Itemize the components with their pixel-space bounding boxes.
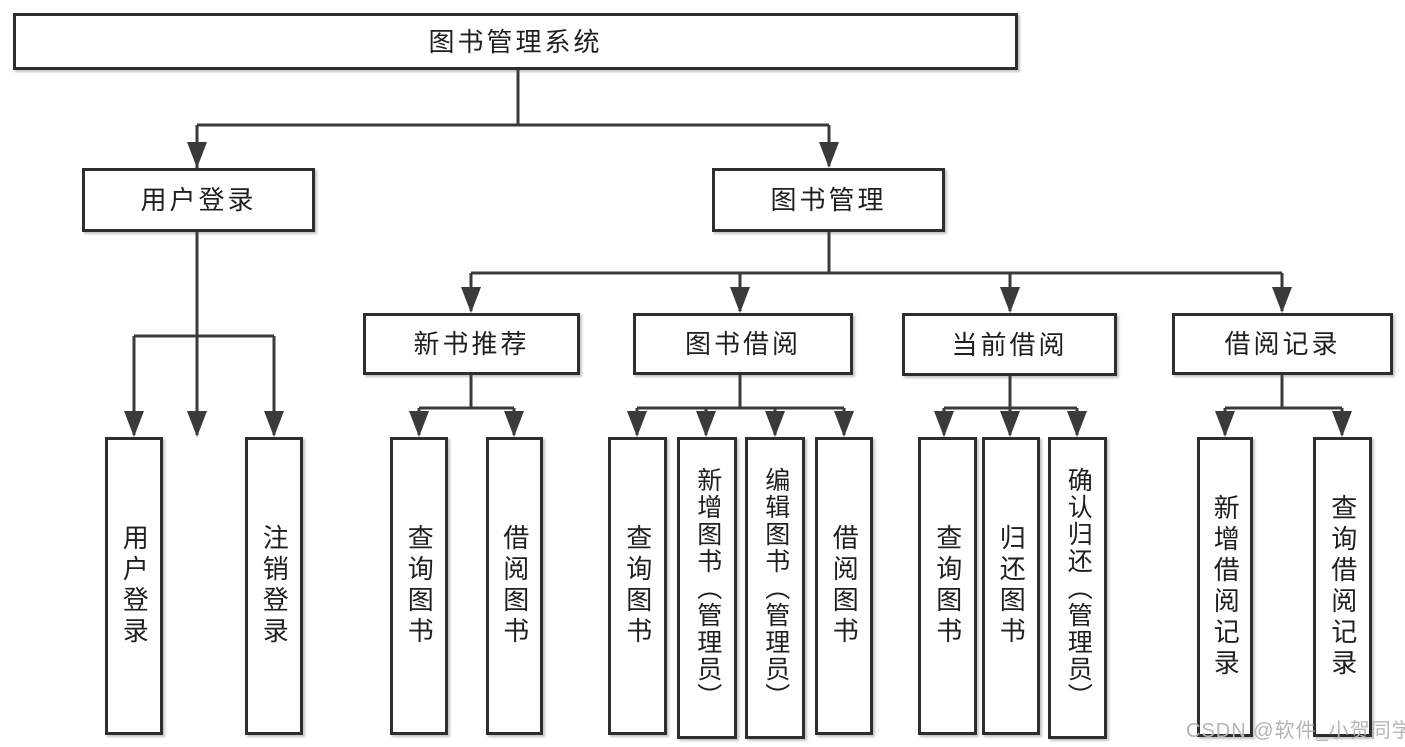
tree-skeleton xyxy=(134,70,1342,410)
leaf-borrow-books-recommend: 借阅图书 xyxy=(486,437,543,735)
leaf-query-books-current: 查询图书 xyxy=(918,437,977,735)
leaf-user-login: 用户登录 xyxy=(105,437,163,735)
node-borrow-records: 借阅记录 xyxy=(1172,313,1393,375)
leaf-add-borrow-record: 新增借阅记录 xyxy=(1197,437,1253,737)
node-root-label: 图书管理系统 xyxy=(428,26,603,57)
leaf-return-books: 归还图书 xyxy=(982,437,1040,735)
leaf-add-books-admin: 新增图书（管理员） xyxy=(677,437,737,739)
leaf-label: 查询图书 xyxy=(404,524,435,648)
leaf-edit-books-admin: 编辑图书（管理员） xyxy=(745,437,805,739)
leaf-query-books-recommend: 查询图书 xyxy=(390,437,448,735)
leaf-label: 新增借阅记录 xyxy=(1210,494,1241,680)
leaf-label: 查询图书 xyxy=(932,524,963,648)
leaf-label: 查询借阅记录 xyxy=(1327,494,1358,680)
leaf-label: 新增图书（管理员） xyxy=(693,466,722,710)
leaf-label: 编辑图书（管理员） xyxy=(761,466,790,710)
leaf-label: 查询图书 xyxy=(622,524,653,648)
leaf-label: 借阅图书 xyxy=(829,524,860,648)
leaf-label: 归还图书 xyxy=(996,524,1027,648)
csdn-watermark: CSDN @软件_小贺同学 xyxy=(1186,720,1405,742)
leaf-query-books-borrow: 查询图书 xyxy=(608,437,667,735)
node-label: 新书推荐 xyxy=(413,329,530,359)
node-label: 用户登录 xyxy=(140,185,257,215)
arrowhead-lines xyxy=(124,125,1352,437)
node-label: 图书借阅 xyxy=(684,329,801,359)
leaf-confirm-return-admin: 确认归还（管理员） xyxy=(1048,437,1107,739)
node-current-borrow: 当前借阅 xyxy=(902,313,1117,376)
node-book-borrow: 图书借阅 xyxy=(633,313,853,375)
leaf-label: 用户登录 xyxy=(119,524,150,648)
node-root: 图书管理系统 xyxy=(13,13,1018,70)
leaf-label: 注销登录 xyxy=(259,524,290,648)
leaf-borrow-books: 借阅图书 xyxy=(815,437,873,735)
node-label: 借阅记录 xyxy=(1224,329,1341,359)
leaf-query-borrow-record: 查询借阅记录 xyxy=(1313,437,1372,737)
leaf-label: 借阅图书 xyxy=(499,524,530,648)
leaf-logout: 注销登录 xyxy=(245,437,303,735)
node-book-management: 图书管理 xyxy=(712,168,945,232)
node-user-login: 用户登录 xyxy=(82,168,315,232)
node-label: 当前借阅 xyxy=(951,329,1068,360)
node-new-book-recommend: 新书推荐 xyxy=(363,313,580,375)
leaf-label: 确认归还（管理员） xyxy=(1064,466,1093,710)
node-label: 图书管理 xyxy=(770,185,887,215)
